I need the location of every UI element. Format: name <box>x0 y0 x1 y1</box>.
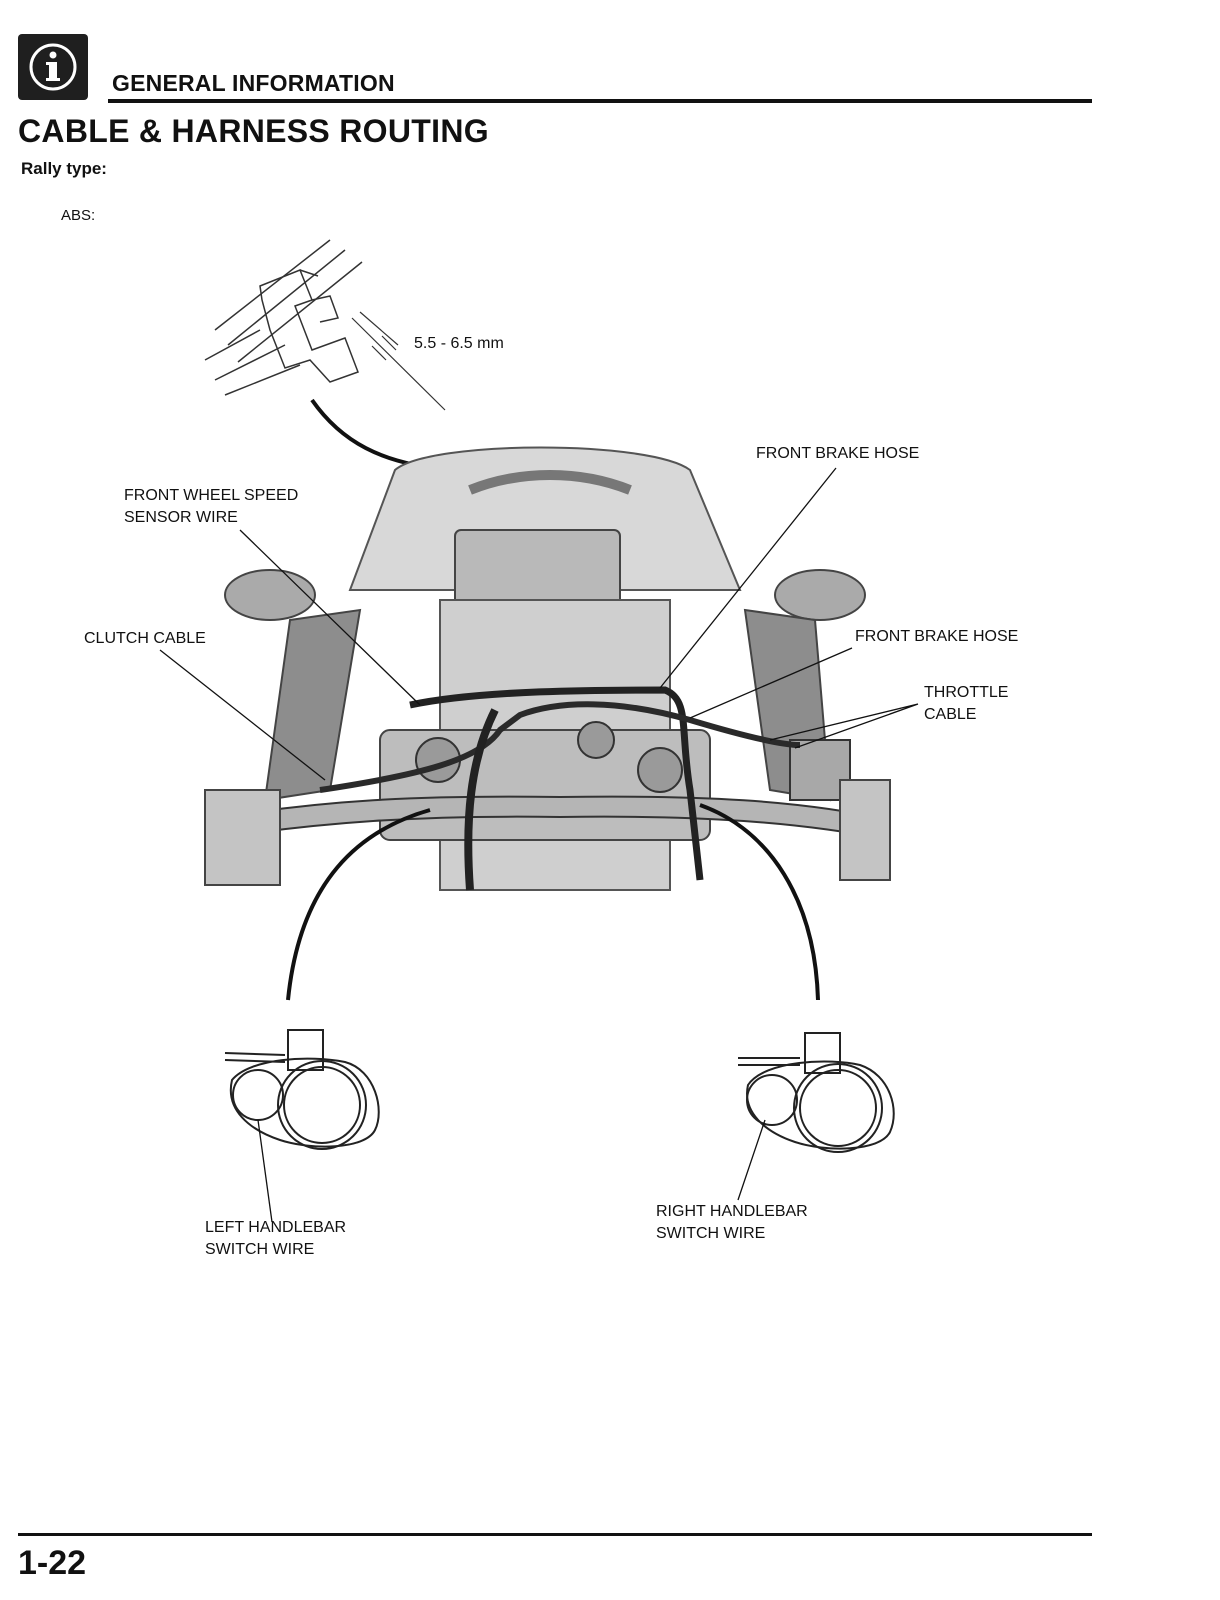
callout-clutch-cable: CLUTCH CABLE <box>84 630 206 647</box>
callout-right-handlebar-switch-wire: RIGHT HANDLEBAR SWITCH WIRE <box>656 1203 808 1242</box>
callout-front-brake-hose-upper: FRONT BRAKE HOSE <box>756 445 920 462</box>
abs-label: ABS: <box>61 207 96 224</box>
callout-throttle-cable: THROTTLE CABLE <box>924 684 1009 723</box>
footer-divider <box>18 1533 1092 1536</box>
left-switch-housing-illustration <box>224 1029 380 1150</box>
dimension-label: 5.5 - 6.5 mm <box>414 335 504 352</box>
callout-front-wheel-speed-sensor-wire: FRONT WHEEL SPEED SENSOR WIRE <box>124 487 299 526</box>
right-switch-housing-illustration <box>738 1032 895 1153</box>
page-title: CABLE & HARNESS ROUTING <box>18 113 489 149</box>
callout-front-brake-hose-lower: FRONT BRAKE HOSE <box>855 628 1019 645</box>
callout-left-handlebar-switch-wire: LEFT HANDLEBAR SWITCH WIRE <box>205 1219 347 1258</box>
page-number: 1-22 <box>18 1544 87 1582</box>
header-divider <box>108 99 1092 103</box>
subtitle: Rally type: <box>21 159 107 178</box>
callout-leaders <box>159 467 919 1223</box>
clamp-detail-illustration <box>204 239 446 411</box>
section-label: GENERAL INFORMATION <box>112 70 395 96</box>
info-icon <box>18 34 88 100</box>
handlebar-illustration <box>204 446 891 1001</box>
